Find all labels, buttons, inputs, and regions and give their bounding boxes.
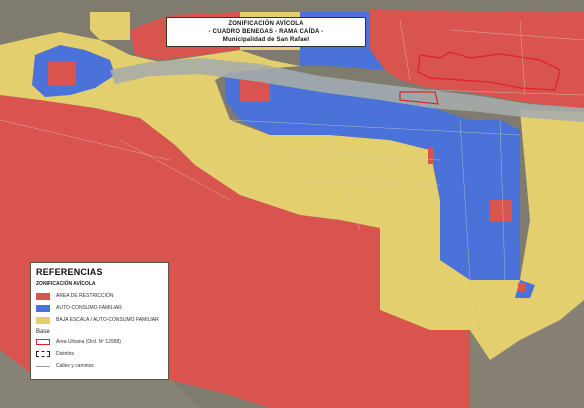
legend-swatch-family xyxy=(36,304,50,312)
legend-label-urban: Área Urbana (Ord. Nº 12998) xyxy=(56,339,121,345)
restriction-patch-1 xyxy=(48,62,76,86)
low-scale-zone-nw xyxy=(90,12,130,40)
urban-area-outline-2 xyxy=(399,91,439,105)
legend-item-family: AUTO-CONSUMO FAMILIAR xyxy=(36,302,163,314)
legend-item-districts: Distritos xyxy=(36,348,163,360)
map-authority: Municipalidad de San Rafael xyxy=(222,37,310,43)
family-zone-central xyxy=(225,70,520,280)
restriction-patch-4 xyxy=(428,148,434,164)
low-scale-zone xyxy=(0,32,480,330)
restriction-zone-northeast xyxy=(370,10,584,110)
legend-base-title: Base xyxy=(36,329,50,335)
legend-swatch-restriction xyxy=(36,292,50,300)
low-scale-zone-east xyxy=(470,110,584,360)
legend-label-districts: Distritos xyxy=(56,351,75,357)
legend-swatch-low-scale xyxy=(36,316,50,324)
river xyxy=(110,58,584,122)
legend-label-low-scale: BAJA ESCALA / AUTO-CONSUMO FAMILIAR xyxy=(56,317,159,323)
map-subtitle: - CUADRO BENEGAS - RAMA CAÍDA - xyxy=(208,29,324,35)
restriction-patch-5 xyxy=(518,283,526,291)
restriction-patch-2 xyxy=(240,80,270,102)
legend-label-roads: Calles y caminos xyxy=(56,363,94,369)
urban-area-outline xyxy=(417,51,561,91)
restriction-patch-3 xyxy=(490,200,512,222)
legend-item-roads: Calles y caminos xyxy=(36,360,163,372)
legend-label-family: AUTO-CONSUMO FAMILIAR xyxy=(56,305,122,311)
legend-heading: REFERENCIAS xyxy=(36,267,103,277)
roads xyxy=(0,19,584,281)
legend-swatch-districts xyxy=(36,351,50,357)
legend-label-restriction: AREA DE RESTRICCIÓN xyxy=(56,293,114,299)
legend-item-low-scale: BAJA ESCALA / AUTO-CONSUMO FAMILIAR xyxy=(36,314,163,326)
legend-item-restriction: AREA DE RESTRICCIÓN xyxy=(36,290,163,302)
legend-item-urban: Área Urbana (Ord. Nº 12998) xyxy=(36,336,163,348)
legend-swatch-roads xyxy=(36,365,50,367)
legend-section-title: ZONIFICACIÓN AVÍCOLA xyxy=(36,281,96,287)
legend-swatch-urban xyxy=(36,339,50,345)
map-title-box: ZONIFICACIÓN AVÍCOLA - CUADRO BENEGAS - … xyxy=(166,17,366,47)
legend: REFERENCIAS ZONIFICACIÓN AVÍCOLA AREA DE… xyxy=(30,262,169,380)
map-title: ZONIFICACIÓN AVÍCOLA xyxy=(228,21,304,27)
